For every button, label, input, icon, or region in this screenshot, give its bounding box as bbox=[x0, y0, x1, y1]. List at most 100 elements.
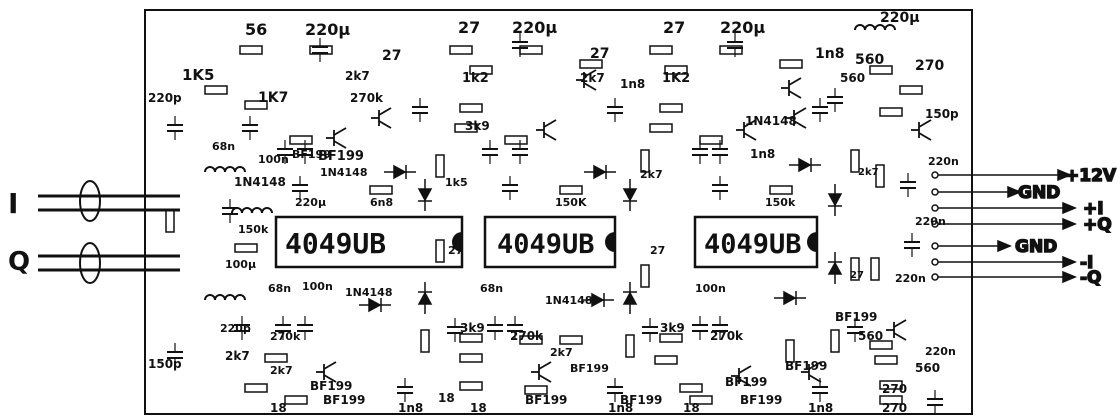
component-label: 1K5 bbox=[182, 66, 215, 84]
svg-text:4049UB: 4049UB bbox=[285, 227, 386, 260]
capacitor bbox=[692, 140, 708, 164]
capacitor bbox=[234, 316, 250, 340]
resistor bbox=[504, 135, 528, 145]
diode bbox=[622, 282, 638, 314]
component-label: 1k2 bbox=[462, 71, 489, 86]
component-label: BF199 bbox=[570, 362, 609, 375]
resistor bbox=[459, 353, 483, 363]
component-label: 2k7 bbox=[550, 346, 573, 359]
transistor bbox=[531, 361, 552, 383]
resistor bbox=[664, 65, 688, 75]
component-label: 220µ bbox=[720, 18, 765, 37]
transistor bbox=[371, 107, 392, 129]
diode bbox=[827, 184, 843, 216]
component-label: 27 bbox=[458, 18, 480, 37]
component-label: 18 bbox=[438, 391, 455, 405]
input-cable-i bbox=[38, 180, 180, 222]
capacitor bbox=[812, 98, 828, 122]
diode bbox=[359, 297, 391, 313]
component-label: 220n bbox=[928, 155, 959, 168]
inductor bbox=[231, 207, 273, 214]
resistor bbox=[284, 395, 308, 405]
component-label: 18 bbox=[683, 401, 700, 415]
capacitor bbox=[277, 140, 293, 164]
component-label: BF199 bbox=[835, 310, 877, 324]
diode bbox=[384, 164, 416, 180]
component-label: 1N4148 bbox=[345, 286, 392, 299]
resistor bbox=[264, 353, 288, 363]
component-label: 560 bbox=[915, 361, 940, 375]
resistor bbox=[435, 239, 445, 263]
transistor bbox=[736, 119, 757, 141]
resistor bbox=[850, 149, 860, 173]
resistor bbox=[640, 264, 650, 288]
transistor bbox=[801, 361, 822, 383]
component-label: 560 bbox=[858, 329, 883, 343]
resistor bbox=[879, 380, 903, 390]
transistor bbox=[731, 365, 752, 387]
capacitor bbox=[712, 140, 728, 164]
resistor bbox=[579, 59, 603, 69]
component-label: 2k7 bbox=[345, 69, 370, 83]
resistor bbox=[625, 334, 635, 358]
capacitor bbox=[812, 378, 828, 402]
component-label: 1N4148 bbox=[545, 294, 592, 307]
resistor bbox=[559, 185, 583, 195]
transistor bbox=[326, 127, 347, 149]
component-label: BF199 bbox=[318, 149, 364, 164]
transistor bbox=[781, 77, 802, 99]
component-label: 220n bbox=[915, 215, 946, 228]
capacitor bbox=[167, 116, 183, 140]
component-label: 2k7 bbox=[640, 168, 663, 181]
component-label: BF199 bbox=[740, 393, 782, 407]
output-label: GND bbox=[1015, 237, 1057, 257]
component-label: 27 bbox=[663, 18, 685, 37]
component-label: 270 bbox=[882, 401, 907, 415]
component-label: 18 bbox=[270, 401, 287, 415]
resistor bbox=[640, 149, 650, 173]
component-label: BF199 bbox=[620, 393, 662, 407]
resistor bbox=[234, 243, 258, 253]
component-label: 1k5 bbox=[445, 176, 468, 189]
resistor bbox=[679, 383, 703, 393]
capacitor bbox=[167, 343, 183, 367]
capacitor bbox=[607, 98, 623, 122]
resistor bbox=[289, 135, 313, 145]
resistor bbox=[659, 103, 683, 113]
output-label: +12V bbox=[1065, 166, 1117, 186]
component-label: 68n bbox=[268, 282, 291, 295]
diode bbox=[582, 292, 614, 308]
resistor bbox=[519, 335, 543, 345]
diode bbox=[774, 290, 806, 306]
capacitor bbox=[692, 316, 708, 340]
component-label: 270 bbox=[915, 58, 944, 74]
diode bbox=[417, 179, 433, 211]
component-label: 220µ bbox=[880, 10, 920, 26]
resistor bbox=[459, 333, 483, 343]
transistor bbox=[576, 69, 597, 91]
transistor bbox=[886, 319, 907, 341]
capacitor bbox=[297, 316, 313, 340]
component-label: 150p bbox=[925, 107, 959, 121]
component-label: BF199 bbox=[785, 359, 827, 373]
transistor bbox=[316, 361, 337, 383]
resistor bbox=[420, 329, 430, 353]
resistor bbox=[524, 385, 548, 395]
resistor bbox=[165, 209, 175, 233]
component-label: 3k9 bbox=[460, 321, 485, 335]
diode bbox=[622, 179, 638, 211]
resistor bbox=[435, 154, 445, 178]
component-label: 1N4148 bbox=[234, 175, 286, 189]
capacitor bbox=[292, 176, 308, 200]
capacitor bbox=[487, 316, 503, 340]
resistor bbox=[870, 257, 880, 281]
resistor bbox=[869, 65, 893, 75]
capacitor bbox=[507, 316, 523, 340]
resistor bbox=[244, 100, 268, 110]
ic-chip-2: 4049UB bbox=[483, 215, 617, 269]
resistor bbox=[459, 381, 483, 391]
capacitor bbox=[275, 316, 291, 340]
ic-chip-3: 4049UB bbox=[693, 215, 819, 269]
resistor bbox=[899, 85, 923, 95]
